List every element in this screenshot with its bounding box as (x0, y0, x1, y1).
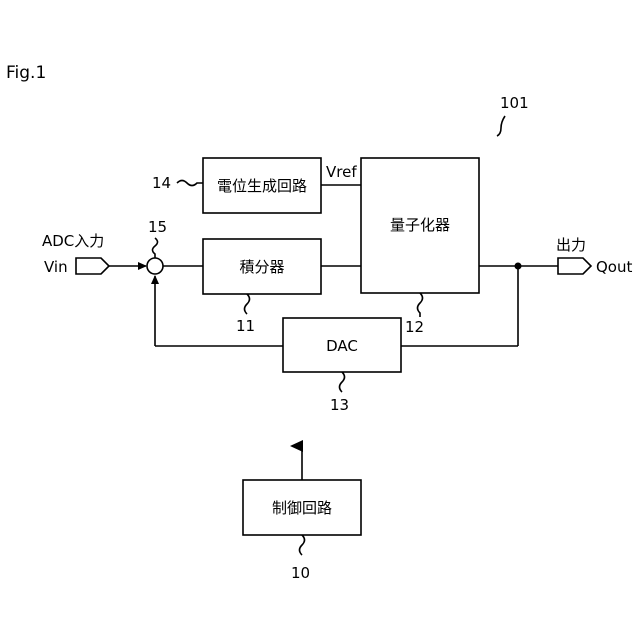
potential-gen-ref: 14 (152, 174, 171, 192)
input-terminal (76, 258, 109, 274)
quantizer-label: 量子化器 (390, 216, 450, 234)
input-title: ADC入力 (42, 232, 104, 250)
adder-ref: 15 (148, 218, 167, 236)
output-name: Qout (596, 258, 632, 276)
integrator-leader (245, 294, 250, 314)
output-terminal (558, 258, 591, 274)
control-ref: 10 (291, 564, 310, 582)
quantizer-ref: 12 (405, 318, 424, 336)
adder-node (147, 258, 163, 274)
input-name: Vin (44, 258, 68, 276)
integrator-label: 積分器 (239, 258, 284, 276)
integrator-ref: 11 (236, 317, 255, 335)
adder-leader (153, 238, 158, 258)
device-ref-leader (497, 116, 505, 136)
dac-ref: 13 (330, 396, 349, 414)
dac-leader (340, 372, 345, 392)
potential-gen-label: 電位生成回路 (217, 177, 307, 195)
figure-title: Fig.1 (6, 63, 46, 83)
quantizer-leader (418, 293, 423, 317)
control-label: 制御回路 (272, 499, 332, 517)
device-ref-label: 101 (500, 94, 529, 112)
potential-gen-leader (177, 181, 203, 186)
vref-label: Vref (326, 163, 357, 181)
dac-label: DAC (326, 337, 358, 355)
control-leader (300, 535, 305, 555)
output-title: 出力 (556, 236, 586, 254)
